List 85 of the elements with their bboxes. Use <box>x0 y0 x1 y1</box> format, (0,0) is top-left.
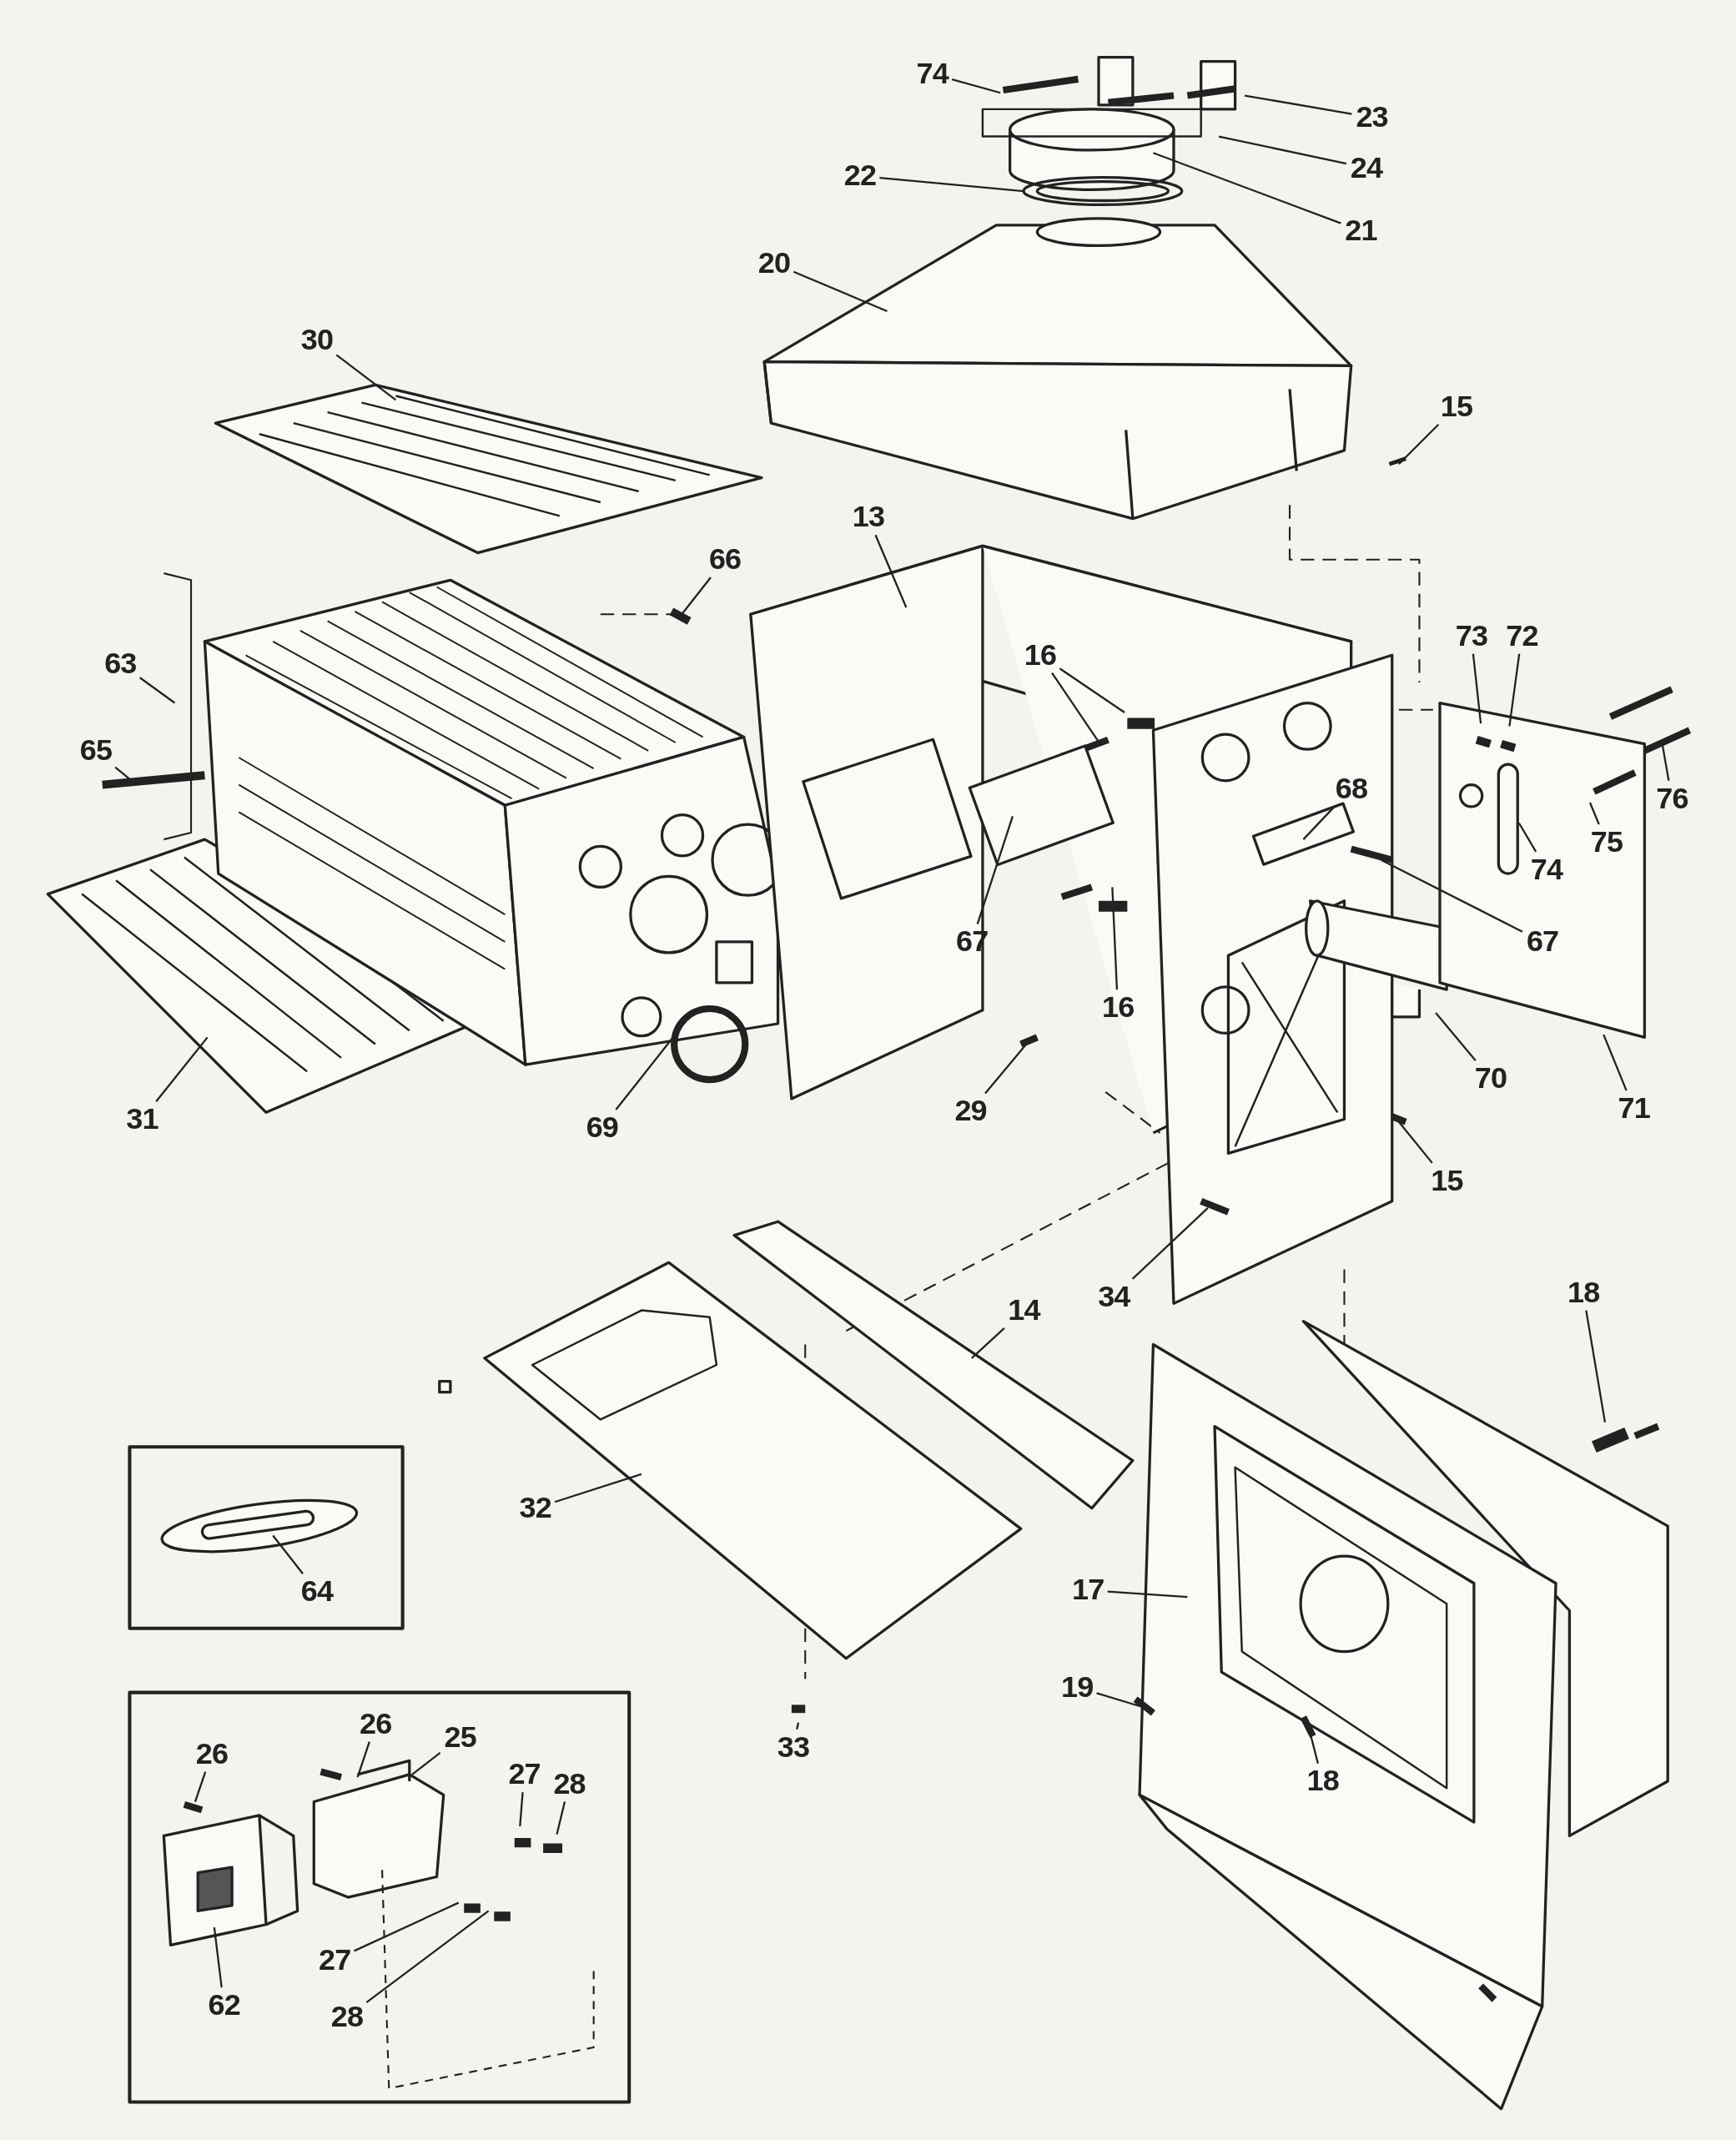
leader-line <box>411 1752 441 1775</box>
callout-number: 69 <box>586 1112 619 1143</box>
leader-line <box>155 1036 209 1102</box>
callout-number: 30 <box>300 325 334 355</box>
leader-line <box>879 177 1024 193</box>
leader-line <box>1603 1034 1628 1091</box>
callout-number: 15 <box>1431 1166 1463 1196</box>
callout-number: 17 <box>1072 1574 1104 1605</box>
callout-number: 74 <box>916 58 949 89</box>
leader-line <box>272 1534 304 1575</box>
leader-line <box>951 78 1001 94</box>
callout-number: 16 <box>1102 992 1135 1023</box>
leader-line <box>984 1043 1028 1095</box>
callout-number: 75 <box>1590 827 1623 858</box>
callout-number: 27 <box>508 1759 541 1790</box>
callout-number: 16 <box>1024 640 1057 671</box>
leader-line <box>971 1327 1005 1359</box>
leader-line <box>874 534 908 608</box>
callout-number: 23 <box>1356 102 1388 133</box>
callout-number: 63 <box>104 648 137 679</box>
leader-line <box>976 815 1014 924</box>
leader-line <box>1661 743 1670 781</box>
callout-number: 32 <box>519 1493 551 1523</box>
callout-number: 28 <box>330 2002 364 2032</box>
leader-line <box>1244 94 1352 115</box>
callout-number: 29 <box>954 1095 987 1126</box>
callout-number: 24 <box>1350 153 1383 184</box>
leader-line <box>1131 1207 1209 1280</box>
leader-line <box>519 1792 524 1827</box>
leader-line <box>556 1801 566 1835</box>
leader-line <box>1059 667 1125 713</box>
callout-number: 71 <box>1618 1093 1650 1124</box>
callout-number: 18 <box>1567 1277 1600 1308</box>
callout-number: 18 <box>1306 1766 1339 1796</box>
callout-number: 14 <box>1008 1295 1040 1326</box>
leader-line <box>1508 653 1521 727</box>
leader-line <box>335 354 397 401</box>
leader-line <box>354 1901 460 1952</box>
callout-number: 19 <box>1061 1672 1094 1703</box>
callout-number: 76 <box>1656 783 1688 814</box>
callout-number: 65 <box>79 735 113 766</box>
callout-number: 28 <box>553 1769 586 1800</box>
leader-line <box>1517 822 1537 853</box>
leader-line <box>1435 1012 1477 1061</box>
callout-number: 64 <box>300 1576 334 1607</box>
callout-number: 67 <box>1526 926 1559 957</box>
leader-line <box>1218 135 1347 165</box>
leader-line <box>796 1722 800 1730</box>
callout-number: 26 <box>195 1739 229 1770</box>
callout-number: 26 <box>360 1709 392 1740</box>
leader-line <box>1585 1310 1607 1422</box>
leader-line <box>139 677 176 704</box>
callout-number: 70 <box>1474 1063 1507 1094</box>
leader-line <box>213 1926 223 1988</box>
callout-number: 62 <box>208 1990 240 2021</box>
leader-line <box>1096 1692 1140 1708</box>
callout-number: 72 <box>1506 621 1538 652</box>
leader-line <box>1472 653 1482 724</box>
leader-line <box>1107 1590 1188 1599</box>
callout-number: 34 <box>1098 1281 1130 1312</box>
callout-number: 73 <box>1455 621 1488 652</box>
leader-line <box>365 1910 490 2004</box>
callout-number: 66 <box>708 544 742 575</box>
leader-line <box>1302 806 1336 840</box>
callout-number: 33 <box>777 1732 810 1763</box>
callout-number: 25 <box>444 1722 476 1753</box>
callout-number: 20 <box>757 248 791 279</box>
callout-number: 74 <box>1530 854 1563 885</box>
leader-line <box>1588 802 1600 825</box>
leader-line <box>793 270 888 313</box>
leader-line <box>194 1771 207 1802</box>
callout-number: 13 <box>852 502 885 533</box>
leader-line <box>356 1741 370 1778</box>
leader-line <box>1381 859 1523 933</box>
leader-line <box>1398 1121 1433 1164</box>
leader-line <box>1398 424 1440 466</box>
leader-line <box>1153 152 1341 224</box>
callout-number: 21 <box>1345 215 1377 246</box>
callout-number: 22 <box>843 161 877 192</box>
callout-number: 68 <box>1335 773 1368 804</box>
callout-number: 27 <box>319 1945 351 1976</box>
callout-number: 31 <box>126 1104 159 1135</box>
leader-line <box>554 1473 642 1503</box>
callout-number: 15 <box>1440 391 1473 422</box>
leader-line <box>1111 887 1119 990</box>
